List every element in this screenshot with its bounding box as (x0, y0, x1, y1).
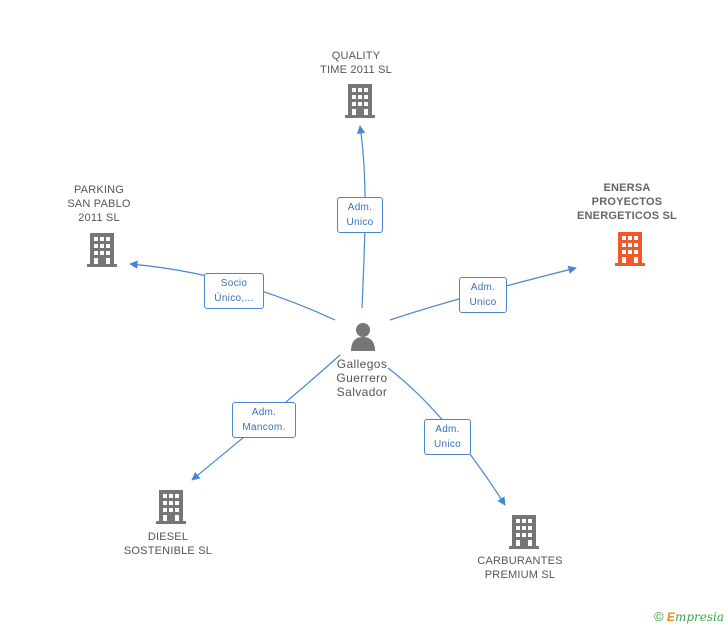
node-label-parking[interactable]: PARKING SAN PABLO 2011 SL (67, 184, 131, 224)
building-icon[interactable] (156, 490, 186, 529)
node-label-carburantes[interactable]: CARBURANTES PREMIUM SL (477, 555, 563, 581)
building-icon[interactable] (345, 84, 375, 123)
person-name[interactable]: Gallegos Guerrero Salvador (336, 357, 388, 399)
building-icon[interactable] (87, 233, 117, 272)
brand-name: mpresia (674, 610, 724, 624)
relation-label-diesel[interactable]: Adm. Mancom. (232, 402, 296, 438)
relation-label-parking[interactable]: Socio Único,... (204, 273, 264, 309)
person-icon[interactable] (351, 321, 375, 351)
relation-label-enersa[interactable]: Adm. Unico (459, 277, 507, 313)
copyright-icon: © (653, 609, 664, 624)
building-icon[interactable] (509, 515, 539, 554)
node-label-quality[interactable]: QUALITY TIME 2011 SL (320, 50, 392, 76)
building-icon[interactable] (615, 232, 645, 271)
relation-label-carburantes[interactable]: Adm. Unico (424, 419, 471, 455)
node-label-diesel[interactable]: DIESEL SOSTENIBLE SL (123, 531, 213, 557)
node-label-enersa[interactable]: ENERSA PROYECTOS ENERGETICOS SL (577, 182, 677, 222)
brand-logo-initial: E (666, 610, 675, 624)
brand-footer: © Empresia (654, 609, 724, 624)
relation-label-quality[interactable]: Adm. Unico (337, 197, 383, 233)
